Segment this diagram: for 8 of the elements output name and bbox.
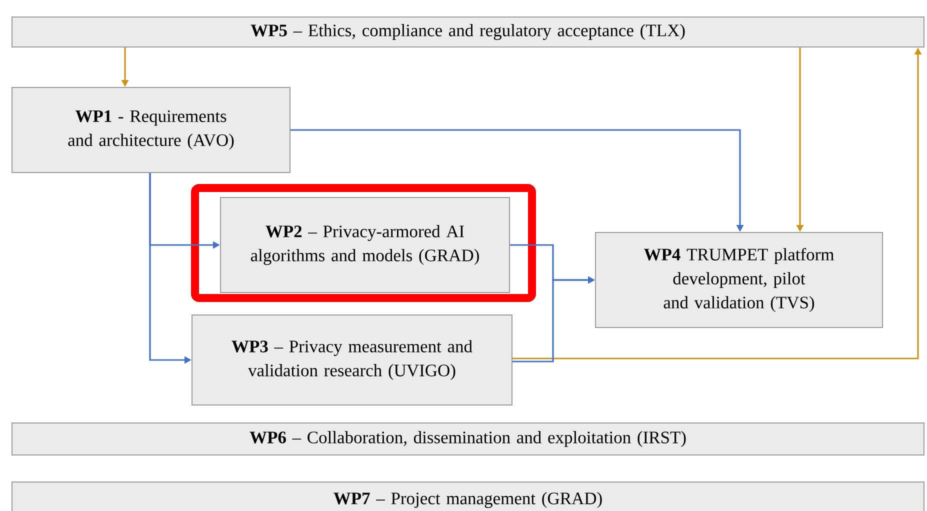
work-package-box: WP3 – Privacy measurement and validation research (UVIGO) (192, 314, 512, 406)
work-package-box: WP2 – Privacy-armored AI algorithms and models (GRAD) (220, 197, 510, 293)
highlight-frame (191, 184, 536, 302)
work-package-band: WP6 – Collaboration, dissemination and exploitation (IRST) (12, 422, 924, 456)
work-package-band: WP7 – Project management (GRAD) (12, 482, 924, 511)
work-package-band: WP5 – Ethics, compliance and regulatory acceptance (TLX) (12, 16, 924, 48)
work-package-box: WP4 TRUMPET platform development, pilot and validation (TVS) (595, 232, 883, 328)
work-package-box: WP1 - Requirements and architecture (AVO) (12, 87, 290, 173)
